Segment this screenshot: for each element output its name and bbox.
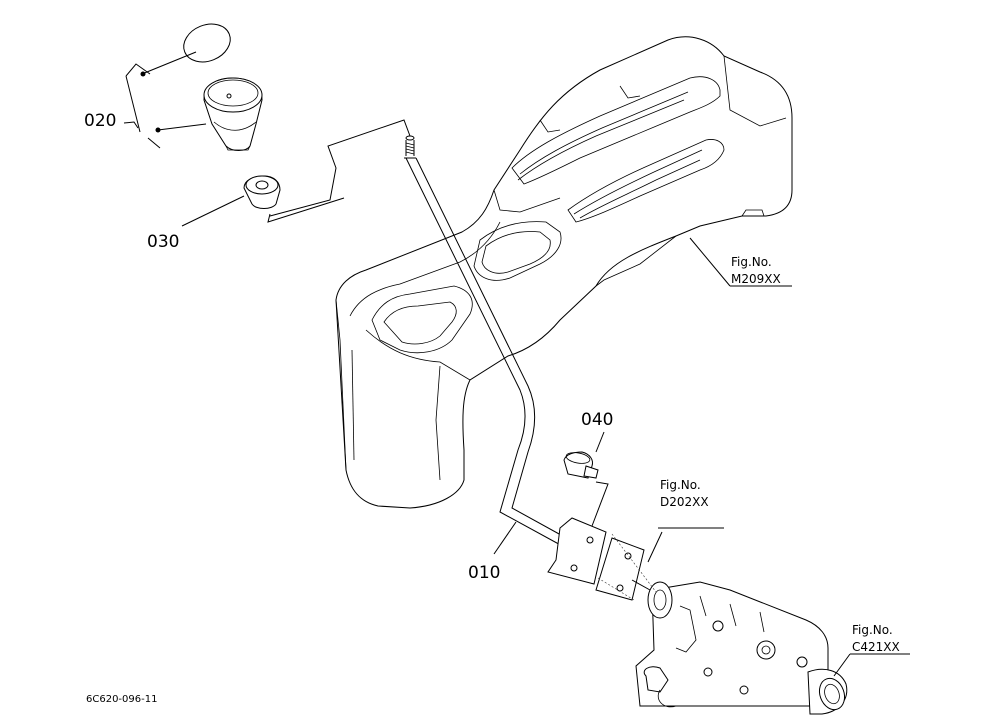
fig-ref-c421-line2: C421XX: [852, 640, 900, 654]
label-010: 010: [468, 563, 500, 583]
bolt: [563, 451, 599, 479]
fig-ref-m209-line1: Fig.No.: [731, 255, 772, 269]
leader-lines: [123, 51, 910, 677]
fig-ref-c421-line1: Fig.No.: [852, 623, 893, 637]
fig-ref-m209-line2: M209XX: [731, 272, 781, 286]
grommet: [243, 175, 281, 209]
fig-ref-d202-line2: D202XX: [660, 495, 709, 509]
mounting-bracket: [547, 517, 645, 601]
console-housing: [335, 36, 793, 509]
drawing-code: 6C620-096-11: [86, 694, 157, 705]
fig-ref-d202-line1: Fig.No.: [660, 478, 701, 492]
shift-knob: [203, 77, 263, 151]
label-030: 030: [147, 232, 179, 252]
hydraulic-valve: [635, 581, 848, 715]
label-020: 020: [84, 111, 116, 131]
knob-cap: [183, 23, 231, 63]
label-040: 040: [581, 410, 613, 430]
